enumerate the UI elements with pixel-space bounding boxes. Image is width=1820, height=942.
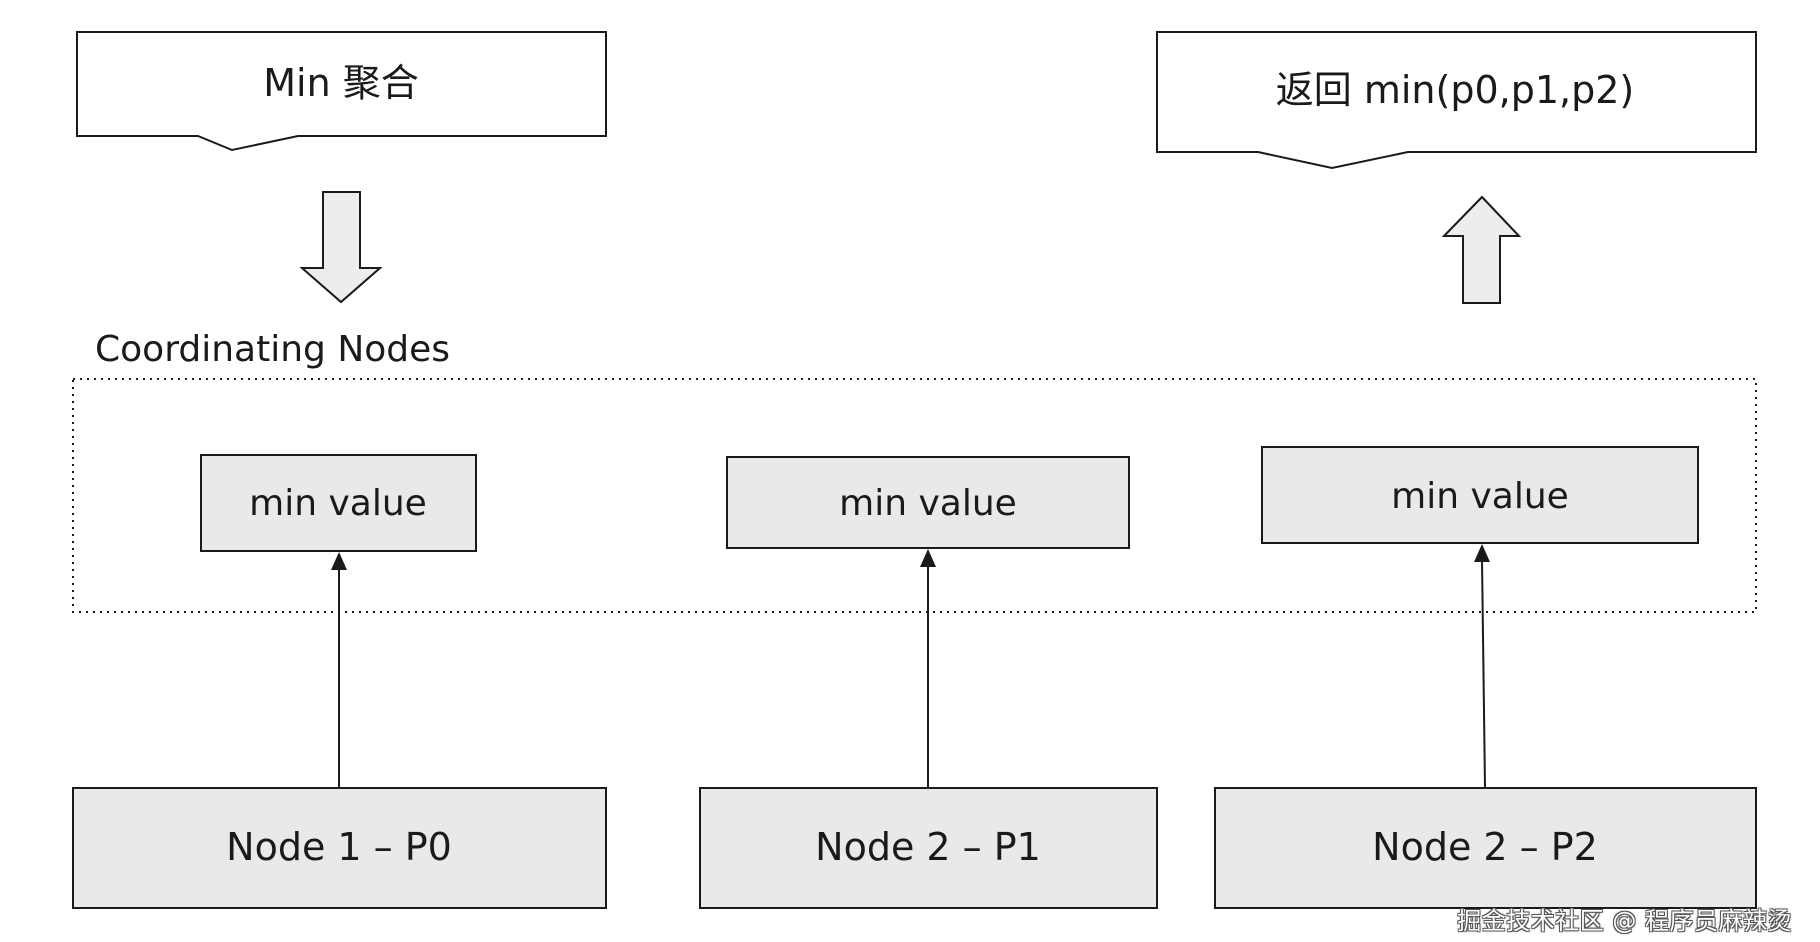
- node-label-2: Node 2 – P1: [815, 825, 1041, 869]
- node-box-1: [72, 787, 607, 909]
- up-arrow-icon: [1441, 195, 1522, 304]
- down-arrow-icon: [299, 191, 383, 304]
- min-value-label-3: min value: [1391, 476, 1569, 517]
- node-box-2: [699, 787, 1158, 909]
- coordinating-nodes-group: [72, 378, 1757, 613]
- node-label-1: Node 1 – P0: [226, 825, 452, 869]
- connector-arrowhead-1: [331, 552, 347, 570]
- request-label: Min 聚合: [263, 61, 419, 105]
- connector-line-3: [1481, 559, 1486, 788]
- min-value-label-2: min value: [839, 483, 1017, 524]
- connector-arrowhead-2: [920, 549, 936, 567]
- response-label: 返回 min(p0,p1,p2): [1276, 68, 1634, 112]
- min-value-box-3: [1261, 446, 1699, 544]
- coordinating-nodes-label: Coordinating Nodes: [95, 329, 450, 370]
- node-box-3: [1214, 787, 1757, 909]
- response-doc-shape: [1156, 31, 1757, 170]
- min-value-box-1: [200, 454, 477, 552]
- connector-arrowhead-3: [1474, 544, 1490, 562]
- min-value-box-2: [726, 456, 1130, 549]
- request-doc-shape: [76, 31, 607, 152]
- watermark-text: 掘金技术社区 @ 程序员麻辣烫: [1457, 907, 1792, 935]
- node-label-3: Node 2 – P2: [1372, 825, 1598, 869]
- min-value-label-1: min value: [249, 483, 427, 524]
